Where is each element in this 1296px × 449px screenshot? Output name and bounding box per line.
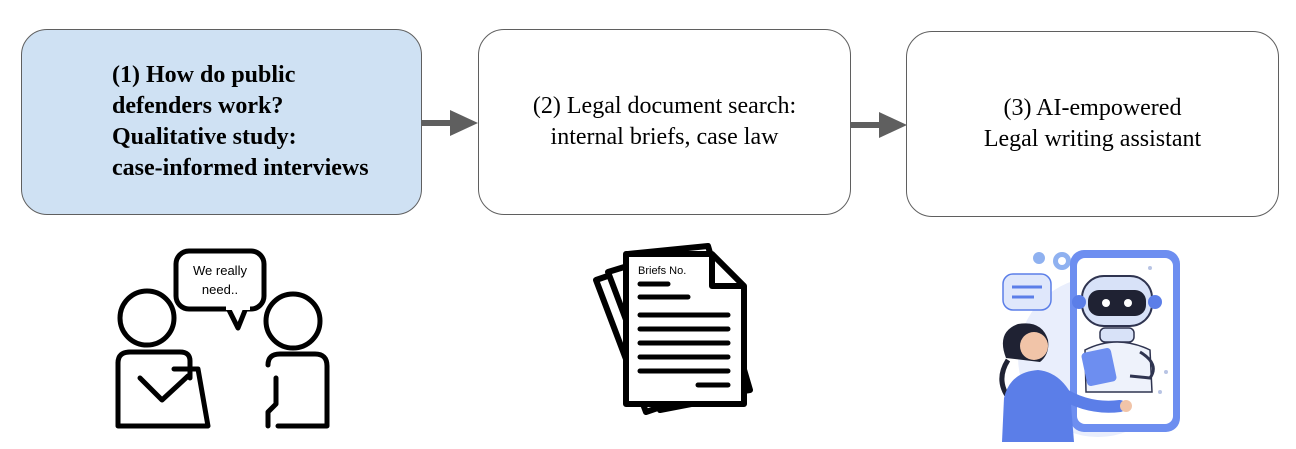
sparkle-icon <box>1148 266 1168 394</box>
step-2-text: (2) Legal document search: internal brie… <box>532 93 797 150</box>
person-right-icon <box>263 291 330 429</box>
arrow-1-to-2 <box>422 110 478 136</box>
robot-icon <box>1072 275 1162 393</box>
ai-assistant-illustration <box>999 250 1180 442</box>
gear-icon <box>1033 252 1071 270</box>
speech-bubble-icon <box>173 248 267 331</box>
step-2-box: (2) Legal document search: internal brie… <box>478 29 851 215</box>
arrow-2-to-3 <box>851 112 907 138</box>
chat-bubble-icon <box>1002 273 1052 311</box>
person-left-icon <box>115 288 211 429</box>
step-1-box: (1) How do public defenders work? Qualit… <box>21 29 422 215</box>
document-title: Briefs No. <box>638 265 686 277</box>
briefs-document-illustration: Briefs No. <box>593 243 753 415</box>
step-3-box: (3) AI-empowered Legal writing assistant <box>906 31 1279 217</box>
document-lines-icon <box>637 281 731 388</box>
woman-icon <box>999 323 1132 442</box>
step-1-text: (1) How do public defenders work? Qualit… <box>112 62 369 181</box>
step-3-text: (3) AI-empowered Legal writing assistant <box>983 95 1202 152</box>
